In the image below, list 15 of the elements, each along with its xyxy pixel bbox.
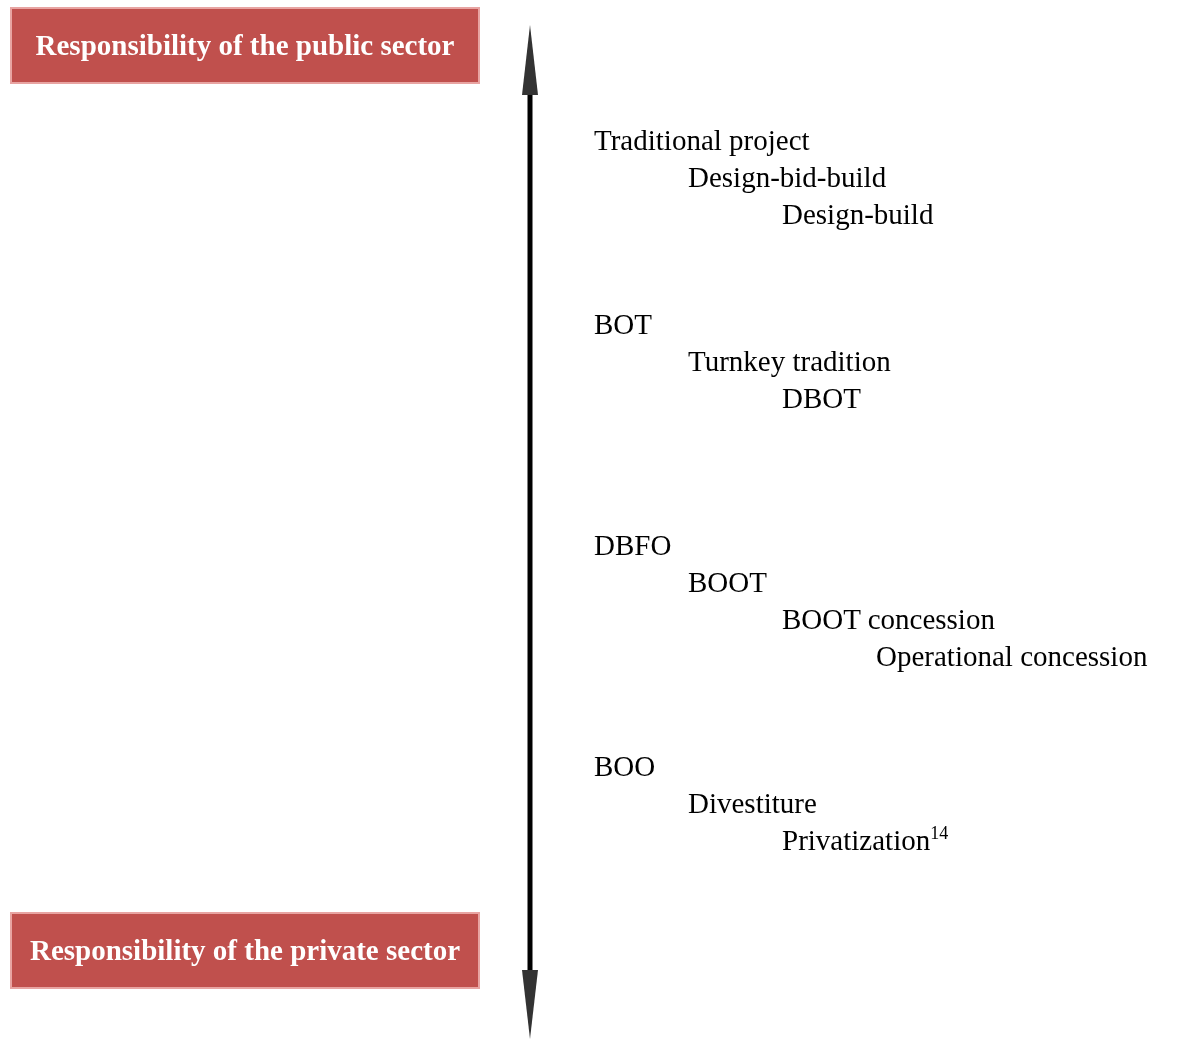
model-label: Operational concession [876, 639, 1148, 673]
model-label: BOT [594, 307, 652, 341]
model-label: DBFO [594, 528, 672, 562]
sector-banner: Responsibility of the public sector [10, 7, 480, 84]
model-label: BOO [594, 749, 656, 783]
sector-banner: Responsibility of the private sector [10, 912, 480, 989]
model-label: DBOT [782, 381, 861, 415]
model-label: Divestiture [688, 786, 817, 820]
model-label: Design-build [782, 197, 934, 231]
model-label: BOOT concession [782, 602, 995, 636]
model-label: Design-bid-build [688, 160, 887, 194]
model-label: Privatization$^{14}$ [782, 823, 949, 857]
model-label: BOOT [688, 565, 767, 599]
model-label: Traditional project [594, 123, 810, 157]
model-label: Turnkey tradition [688, 344, 891, 378]
